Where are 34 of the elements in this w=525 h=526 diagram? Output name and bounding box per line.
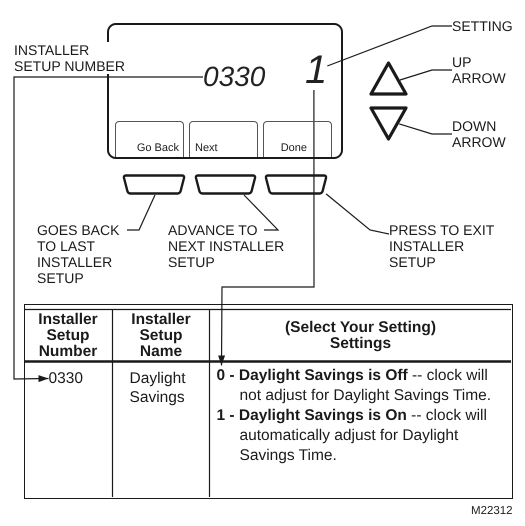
soft-key: Next xyxy=(189,121,258,157)
setup-number-readout: 0330 xyxy=(203,63,266,91)
soft-key: Go Back xyxy=(115,121,184,157)
settings-table xyxy=(24,304,513,499)
leader-line xyxy=(244,194,280,231)
callout-label: ADVANCE TO NEXT INSTALLER SETUP xyxy=(168,222,289,270)
callout-label: SETTING xyxy=(452,18,513,34)
callout-label: PRESS TO EXIT INSTALLER SETUP xyxy=(389,222,513,270)
setting-option: 0 - Daylight Savings is Off -- clock will not adjust for Daylight Savings Time. xyxy=(216,366,512,406)
leader-line xyxy=(400,69,452,81)
callout-label: INSTALLER SETUP NUMBER xyxy=(14,42,127,74)
leader-line xyxy=(399,123,452,135)
setting-option: 1 - Daylight Savings is On -- clock will automatically adjust for Daylight Savings Time. xyxy=(216,406,512,466)
leader-arrow xyxy=(218,90,315,366)
setting-readout: 1 xyxy=(305,50,328,90)
push-button xyxy=(122,174,186,195)
leader-line xyxy=(127,194,156,231)
setup-name: Daylight Savings xyxy=(130,368,204,406)
figure-number: M22312 xyxy=(471,505,513,518)
column-header: (Select Your Setting) Settings xyxy=(270,320,450,352)
setup-number: 0330 xyxy=(48,368,83,388)
push-button xyxy=(194,174,257,195)
callout-label: GOES BACK TO LAST INSTALLER SETUP xyxy=(37,222,127,286)
callout-label: DOWN ARROW xyxy=(452,118,514,150)
down-arrow-button xyxy=(368,105,409,142)
up-arrow-button xyxy=(368,60,409,97)
column-header: Installer Setup Name xyxy=(116,312,206,360)
leader-line xyxy=(327,25,452,67)
soft-key: Done xyxy=(263,121,332,157)
leader-line xyxy=(326,193,390,235)
push-button xyxy=(264,174,328,195)
callout-label: UP ARROW xyxy=(452,54,514,86)
column-header: Installer Setup Number xyxy=(28,312,108,360)
leader-arrow xyxy=(13,76,203,382)
